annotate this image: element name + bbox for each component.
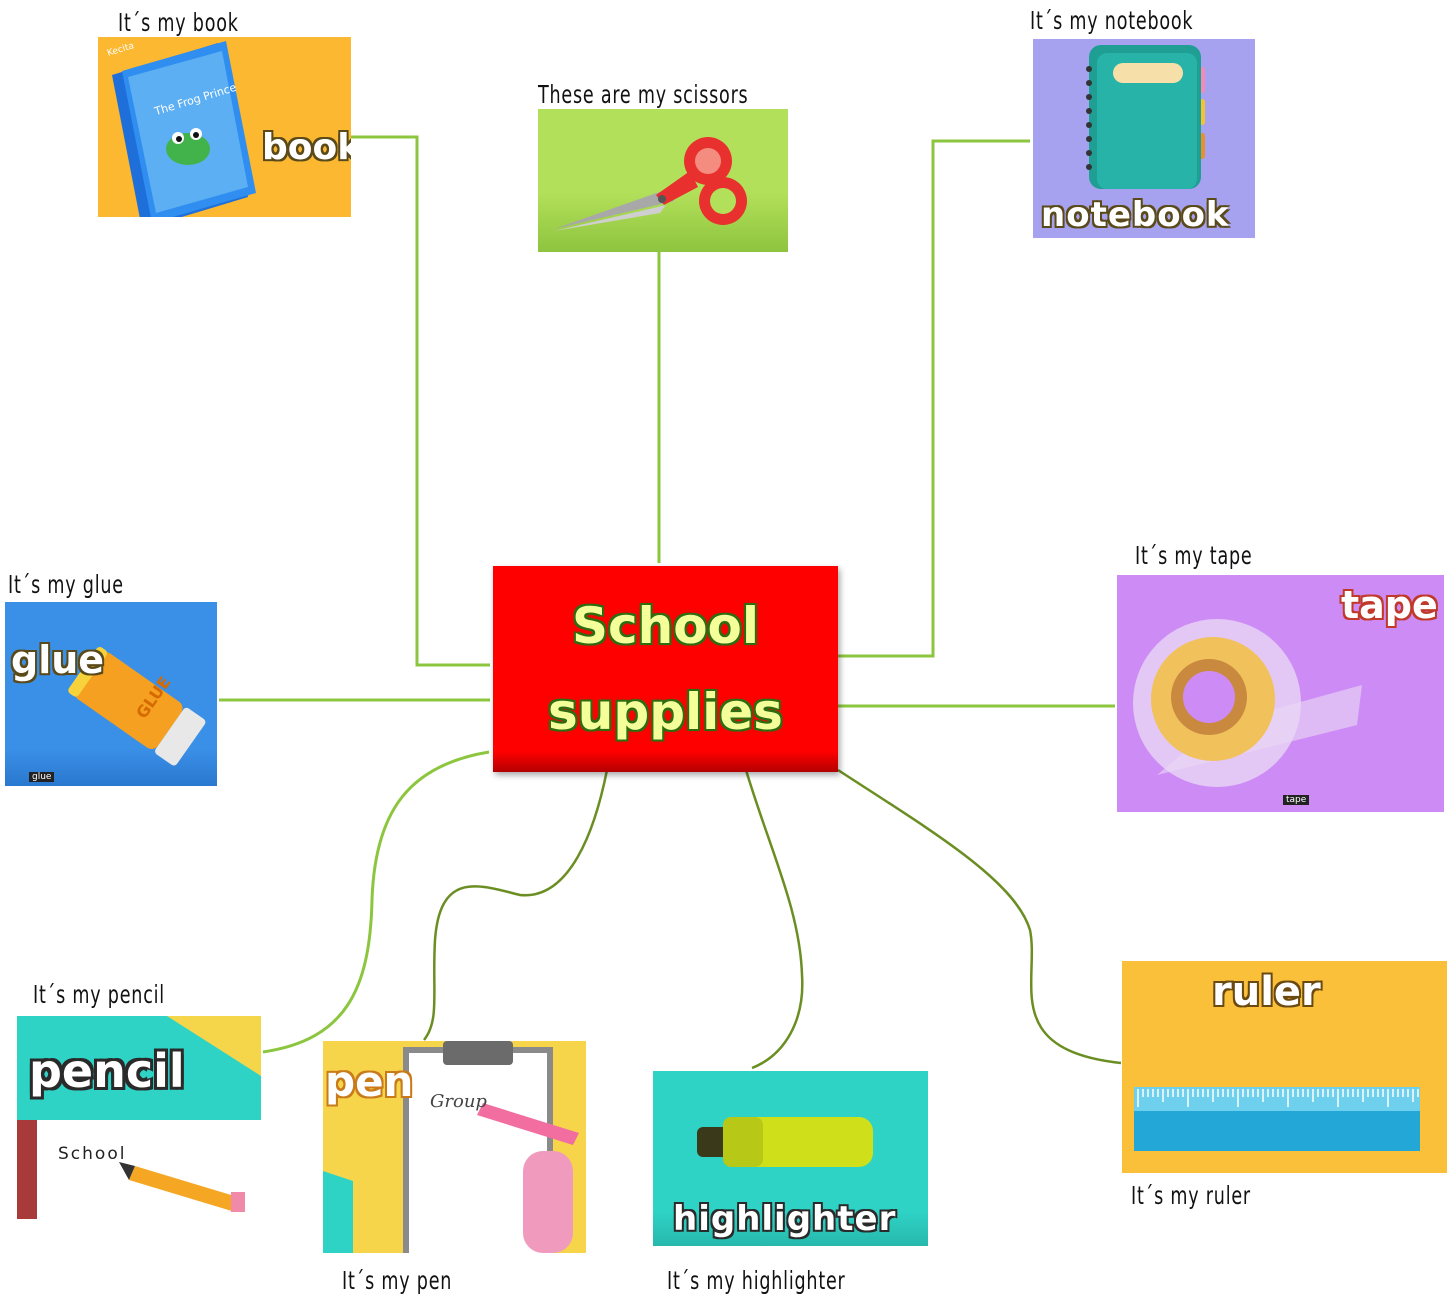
glue-picture: glue GLUE glue xyxy=(5,602,217,786)
ruler-picture: ruler xyxy=(1122,961,1447,1173)
central-title-line-1: School xyxy=(571,597,760,655)
highlighter-icon xyxy=(697,1117,873,1167)
notebook-word: notebook xyxy=(1041,195,1230,235)
tape-picture: tape tape xyxy=(1117,575,1444,812)
book-icon xyxy=(112,41,256,217)
caption-notebook: It´s my notebook xyxy=(1030,6,1194,35)
glue-stick-icon xyxy=(68,647,206,766)
pencil-word: pencil xyxy=(29,1044,185,1098)
ruler-word: ruler xyxy=(1212,969,1321,1015)
connector-ruler xyxy=(837,768,1122,1065)
pen-icon xyxy=(323,1041,579,1253)
caption-scissors: These are my scissors xyxy=(538,80,749,109)
central-title-line-2: supplies xyxy=(548,683,783,741)
pencil-written-text: School xyxy=(58,1144,127,1164)
caption-glue: It´s my glue xyxy=(8,570,124,599)
tape-tag: tape xyxy=(1283,795,1310,805)
book-picture: The Frog Prince Kecita book xyxy=(98,37,351,217)
connector-pencil xyxy=(262,750,490,1054)
caption-tape: It´s my tape xyxy=(1135,541,1253,570)
caption-pen: It´s my pen xyxy=(342,1266,453,1295)
pencil-picture: pencil School xyxy=(17,1016,261,1219)
central-node-school-supplies: School supplies xyxy=(493,566,838,772)
connector-pen xyxy=(423,769,609,1041)
book-word: book xyxy=(262,127,351,168)
pen-picture: pen Group xyxy=(323,1041,586,1253)
scissors-picture xyxy=(538,109,788,252)
ruler-icon xyxy=(1134,1087,1420,1151)
caption-pencil: It´s my pencil xyxy=(33,980,165,1009)
highlighter-word: highlighter xyxy=(673,1199,897,1239)
caption-book: It´s my book xyxy=(118,8,239,37)
connector-book xyxy=(350,135,490,667)
caption-highlighter: It´s my highlighter xyxy=(667,1266,846,1295)
notebook-picture: notebook xyxy=(1033,39,1255,238)
notebook-icon xyxy=(1086,45,1205,189)
tape-word: tape xyxy=(1341,583,1438,627)
connector-highlighter xyxy=(744,769,804,1070)
pen-word: pen xyxy=(325,1057,414,1106)
caption-ruler: It´s my ruler xyxy=(1131,1181,1251,1210)
pen-written-text: Group xyxy=(430,1091,487,1112)
glue-word: glue xyxy=(11,638,105,682)
connector-notebook xyxy=(838,139,1030,658)
tape-dispenser-icon xyxy=(1133,619,1362,787)
highlighter-picture: highlighter xyxy=(653,1071,928,1246)
pencil-icon xyxy=(17,1016,261,1219)
glue-tag: glue xyxy=(29,772,55,782)
scissors-icon xyxy=(554,137,747,231)
